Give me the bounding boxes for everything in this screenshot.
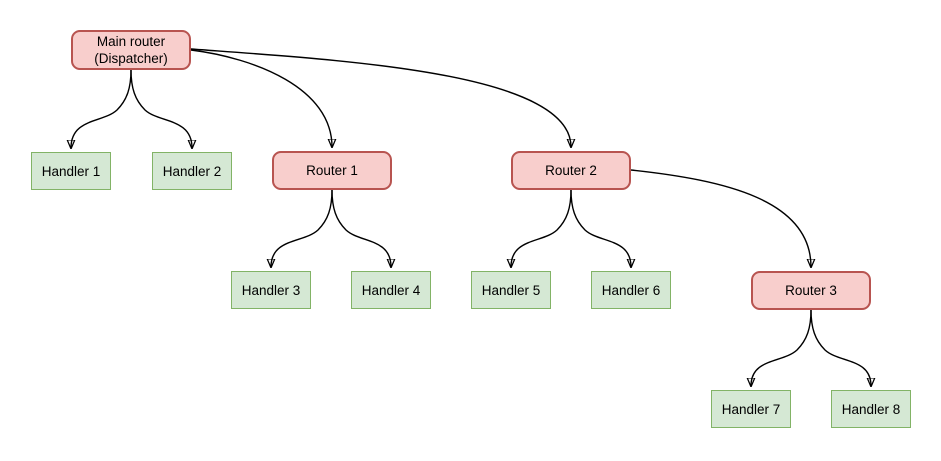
edge-router2-to-handler6 xyxy=(570,189,631,267)
node-router-2[interactable]: Router 2 xyxy=(511,151,631,190)
node-handler-6[interactable]: Handler 6 xyxy=(591,271,671,309)
node-handler-5[interactable]: Handler 5 xyxy=(471,271,551,309)
edge-main-to-router2 xyxy=(190,48,571,147)
edge-main-to-handler1 xyxy=(71,69,132,148)
edge-router2-to-router3 xyxy=(630,169,811,267)
node-handler-4[interactable]: Handler 4 xyxy=(351,271,431,309)
node-label: Handler 4 xyxy=(361,282,421,298)
node-label: Handler 7 xyxy=(721,401,781,417)
edge-router1-to-handler3 xyxy=(271,189,333,267)
node-handler-3[interactable]: Handler 3 xyxy=(231,271,311,309)
node-label: Router 1 xyxy=(306,163,358,178)
node-main-router[interactable]: Main router (Dispatcher) xyxy=(71,30,191,70)
node-label: Handler 3 xyxy=(241,282,301,298)
node-label: (Dispatcher) xyxy=(94,51,168,66)
node-label: Handler 6 xyxy=(601,282,661,298)
node-label: Handler 1 xyxy=(41,163,101,179)
node-handler-1[interactable]: Handler 1 xyxy=(31,152,111,190)
edge-router1-to-handler4 xyxy=(331,189,391,267)
edge-router3-to-handler7 xyxy=(751,309,812,386)
node-label: Router 2 xyxy=(545,163,597,178)
node-label: Router 3 xyxy=(785,283,837,298)
node-label: Handler 5 xyxy=(481,282,541,298)
edge-main-to-handler2 xyxy=(130,69,192,148)
node-label: Handler 2 xyxy=(162,163,222,179)
node-router-1[interactable]: Router 1 xyxy=(272,151,392,190)
node-handler-2[interactable]: Handler 2 xyxy=(152,152,232,190)
node-handler-8[interactable]: Handler 8 xyxy=(831,390,911,428)
node-label: Main router xyxy=(96,34,166,49)
node-router-3[interactable]: Router 3 xyxy=(751,271,871,310)
node-label: Handler 8 xyxy=(841,401,901,417)
edge-router3-to-handler8 xyxy=(810,309,871,386)
edge-main-to-router1 xyxy=(190,49,332,147)
edge-router2-to-handler5 xyxy=(511,189,572,267)
node-handler-7[interactable]: Handler 7 xyxy=(711,390,791,428)
